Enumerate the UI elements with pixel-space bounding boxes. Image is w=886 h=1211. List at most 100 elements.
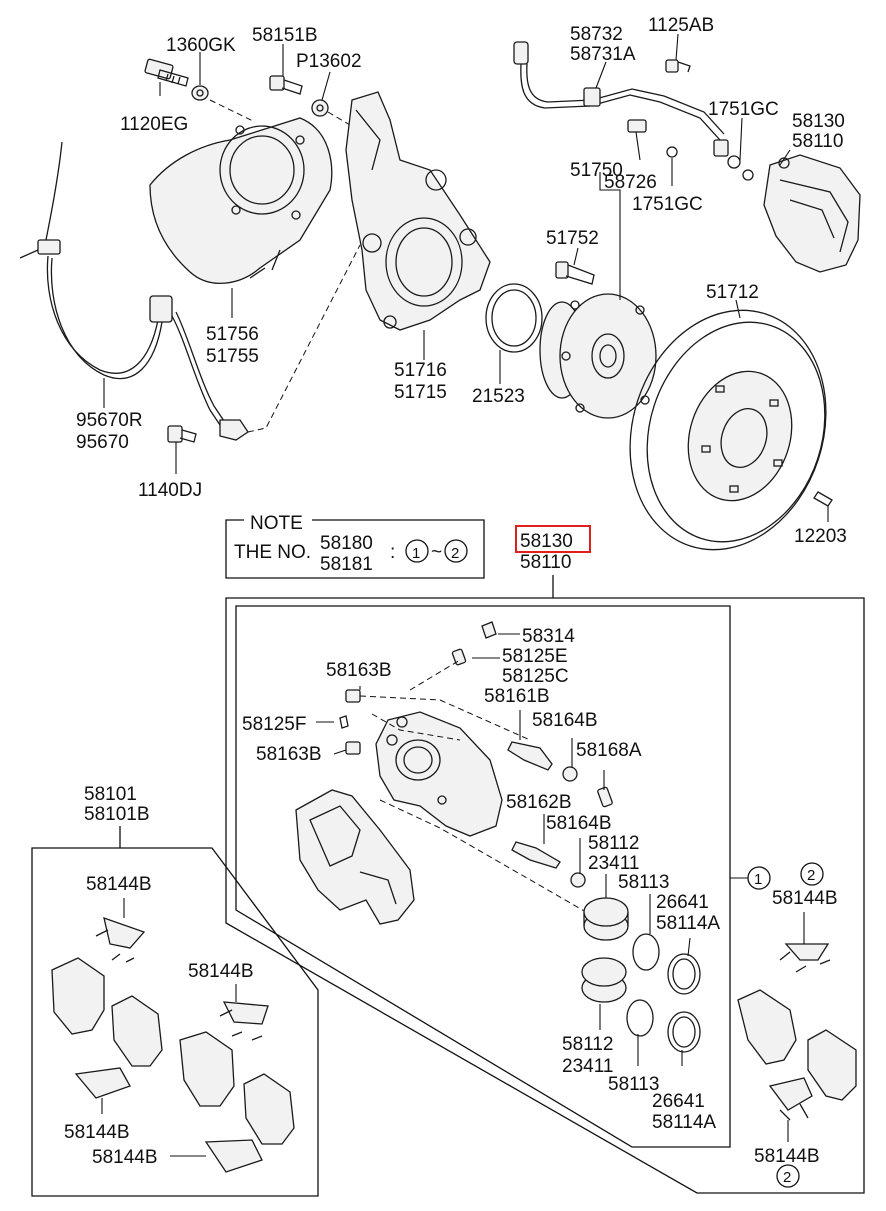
bolt-58151b-drawing (269, 75, 303, 95)
label-58112-b: 58112 (562, 1034, 613, 1055)
box-leaders (101, 633, 805, 1157)
note-num2: 58181 (320, 554, 373, 575)
highlight-58130-box (515, 525, 591, 553)
dust-shield-51756-drawing (149, 117, 333, 284)
label-58114a-a: 58114A (656, 913, 720, 934)
label-58130-top: 58130 (792, 111, 845, 132)
note-box (225, 519, 485, 579)
washer-1751gc-drawing (666, 146, 678, 158)
bolt-1120eg-drawing (144, 58, 189, 87)
label-58151b: 58151B (252, 25, 318, 46)
note-colon: : (390, 542, 395, 563)
label-58144b-c: 58144B (64, 1122, 130, 1143)
label-1125ab: 1125AB (648, 15, 714, 36)
note-tilde: ~ (431, 542, 442, 563)
label-58144b-right-bot: 58144B (754, 1146, 820, 1167)
washer-1360gk-drawing (191, 85, 209, 101)
label-51750: 51750 (570, 160, 623, 181)
label-1140dj: 1140DJ (138, 480, 202, 501)
label-58163b-b: 58163B (256, 744, 322, 765)
label-95670: 95670 (76, 432, 129, 453)
label-1751gc-b: 1751GC (632, 194, 703, 215)
label-12203: 12203 (794, 526, 847, 547)
hub-51750-drawing (539, 293, 657, 419)
note-circle-2 (444, 539, 468, 563)
piston-upper-drawing (583, 897, 629, 941)
label-23411-b: 23411 (562, 1056, 613, 1077)
label-58732: 58732 (570, 24, 623, 45)
label-51752: 51752 (546, 228, 599, 249)
label-26641-a: 26641 (656, 892, 709, 913)
label-58164b-a: 58164B (532, 710, 598, 731)
callout-circle-2-top (800, 862, 824, 886)
bolt-1125ab-drawing (665, 59, 691, 73)
label-1360gk: 1360GK (166, 35, 236, 56)
label-58144b-a: 58144B (86, 874, 152, 895)
seal-58113-upper-drawing (632, 933, 660, 971)
label-23411-a: 23411 (588, 853, 639, 874)
boot-58114a-upper-drawing (667, 953, 701, 995)
washer-1751gc-b-drawing (742, 169, 754, 181)
bolt-51752-drawing (555, 261, 595, 285)
caliper-58130-top-drawing (763, 154, 861, 273)
label-51715: 51715 (394, 382, 447, 403)
callout-circle-2-bot (776, 1164, 800, 1188)
knuckle-51716-drawing (345, 91, 491, 331)
washer-p13602-drawing (311, 99, 329, 117)
pads-left-drawing (51, 916, 295, 1173)
bolt-1140dj-drawing (167, 425, 197, 443)
sensor-cable-95670-drawing (19, 141, 249, 441)
label-58144b-b: 58144B (188, 961, 254, 982)
label-58125f: 58125F (242, 714, 306, 735)
seal-21523-drawing (485, 283, 543, 353)
label-1120eg: 1120EG (120, 114, 188, 135)
note-num1: 58180 (320, 533, 373, 554)
label-58144b-d: 58144B (92, 1147, 158, 1168)
screw-12203-drawing (813, 491, 833, 507)
label-51716: 51716 (394, 360, 447, 381)
label-58163b-a: 58163B (326, 660, 392, 681)
label-21523: 21523 (472, 386, 525, 407)
boot-58114a-lower-drawing (667, 1011, 701, 1053)
seal-58113-lower-drawing (626, 999, 654, 1037)
label-26641-b: 26641 (652, 1091, 705, 1112)
label-58162b: 58162B (506, 792, 572, 813)
pad-set-frame (31, 826, 319, 1197)
label-51756: 51756 (206, 324, 259, 345)
caliper-hardware-drawing (339, 621, 613, 888)
top-leaders (103, 33, 829, 522)
bleeder-58726-drawing (627, 119, 647, 133)
label-58101b: 58101B (84, 804, 150, 825)
label-58101: 58101 (84, 784, 137, 805)
note-title: NOTE (250, 513, 303, 534)
label-51755: 51755 (206, 346, 259, 367)
label-58112-a: 58112 (588, 833, 639, 854)
label-1751gc-a: 1751GC (708, 99, 779, 120)
label-58110-top: 58110 (792, 131, 843, 152)
brake-hose-58731a-drawing (513, 41, 741, 169)
rotor-51712-drawing (629, 309, 827, 551)
label-58110-box: 58110 (520, 552, 571, 573)
label-95670r: 95670R (76, 410, 143, 431)
callout-2-bot-text: 2 (783, 1169, 791, 1186)
label-58161b: 58161B (484, 686, 550, 707)
label-58314: 58314 (522, 626, 575, 647)
label-58726: 58726 (604, 172, 657, 193)
callout-1-text: 1 (754, 871, 762, 888)
note-prefix: THE NO. (234, 542, 311, 563)
label-58164b-b: 58164B (546, 813, 612, 834)
label-58168a: 58168A (576, 740, 642, 761)
label-51712: 51712 (706, 282, 759, 303)
label-58731a: 58731A (570, 44, 636, 65)
label-58125e: 58125E (502, 646, 568, 667)
label-58144b-right-top: 58144B (772, 888, 838, 909)
label-58113-b: 58113 (608, 1074, 659, 1095)
callout-2-top-text: 2 (807, 867, 815, 884)
note-circ-a: 1 (412, 545, 420, 562)
note-circle-1 (405, 539, 429, 563)
caliper-assembly-frame (225, 575, 865, 1194)
label-58114a-b: 58114A (652, 1112, 716, 1133)
label-58125c: 58125C (502, 666, 569, 687)
caliper-bracket-drawing (295, 789, 415, 925)
